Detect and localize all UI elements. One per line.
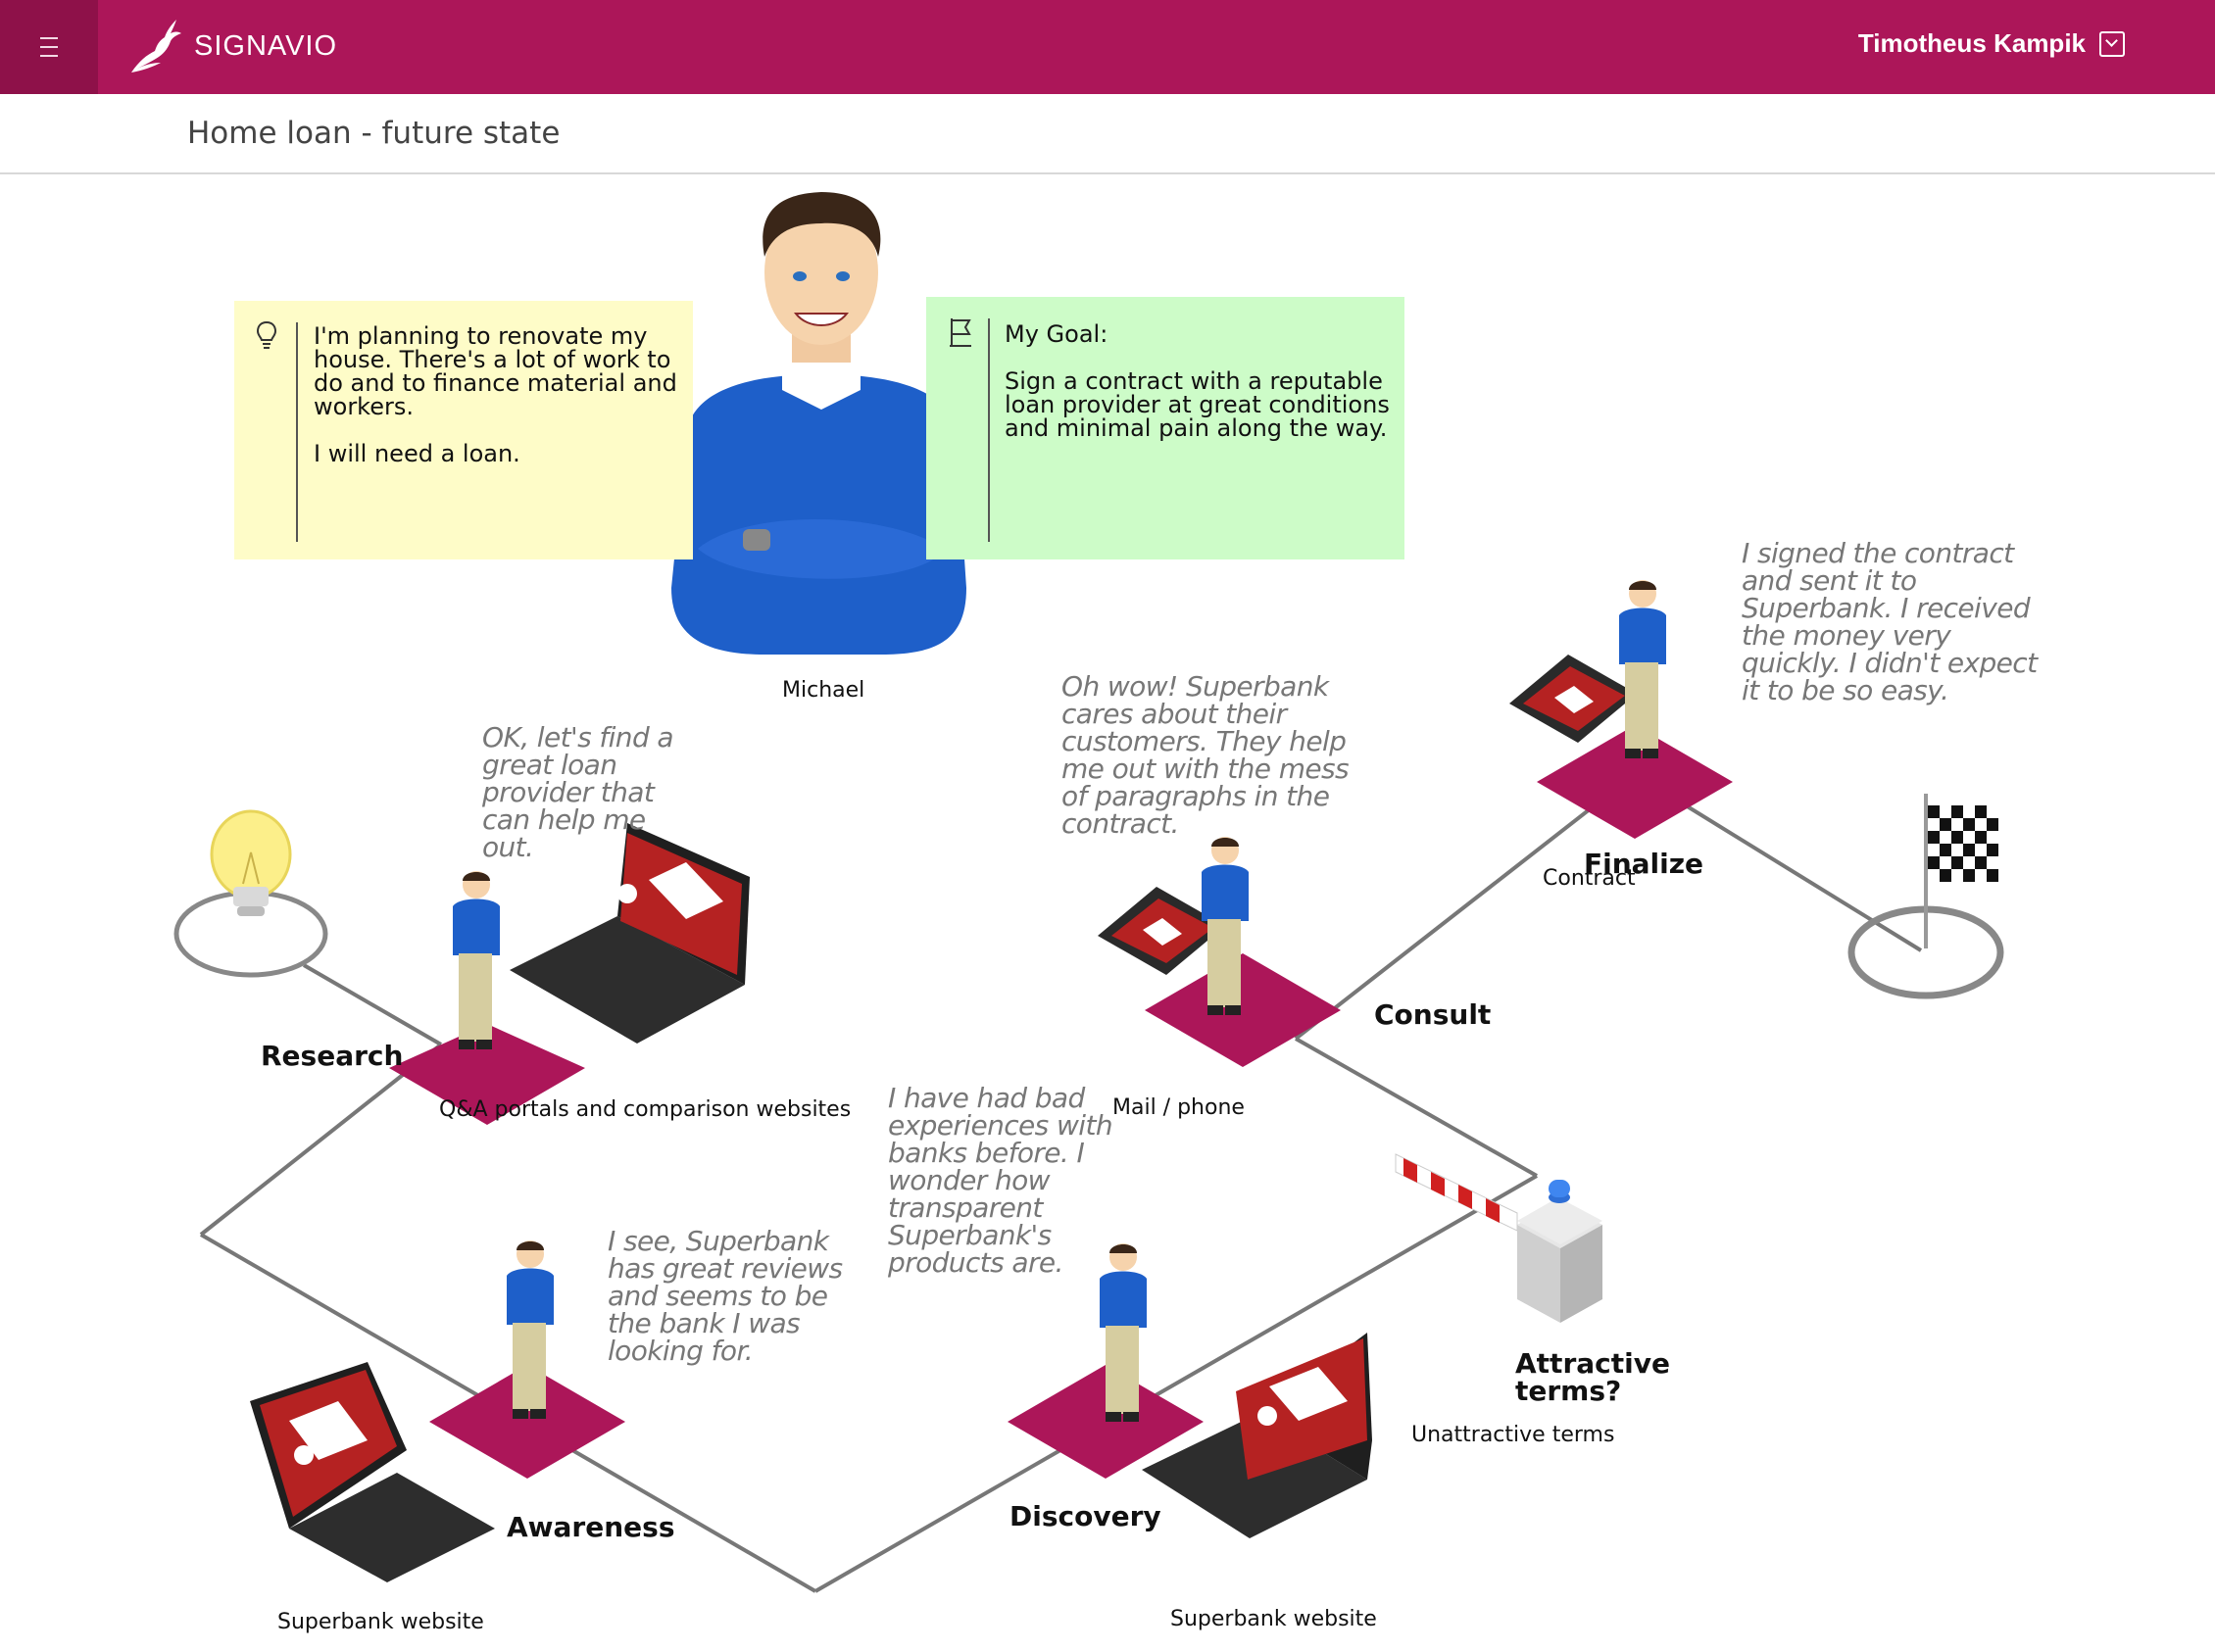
persona-avatar	[671, 192, 966, 655]
persona-name: Michael	[782, 678, 865, 703]
note-divider	[988, 318, 990, 542]
laptop-icon	[1142, 1333, 1372, 1538]
note-divider	[296, 322, 298, 542]
touchpoint-discovery[interactable]: Superbank website	[1170, 1607, 1377, 1631]
lightbulb-start-icon	[173, 809, 328, 978]
touchpoint-research[interactable]: Q&A portals and comparison websites	[439, 1097, 852, 1122]
checkered-flag-end-icon	[1847, 794, 2004, 999]
person-figure	[453, 580, 1666, 1422]
situation-text: I'm planning to renovate my house. There…	[314, 322, 677, 467]
hamburger-icon	[40, 37, 58, 39]
touchpoint-finalize[interactable]: Contract	[1543, 866, 1636, 891]
top-navigation-bar: SIGNAVIO Timotheus Kampik	[0, 0, 2215, 94]
goal-text: Sign a contract with a reputable loan pr…	[1005, 367, 1390, 442]
laptop-icon	[250, 1362, 495, 1582]
research-quote[interactable]: OK, let's find a great loan provider tha…	[482, 721, 674, 863]
consult-quote[interactable]: Oh wow! Superbank cares about their cust…	[1061, 670, 1350, 840]
chevron-down-icon	[2099, 30, 2125, 57]
stage-research[interactable]: Research	[261, 1040, 404, 1072]
barrier-gateway-icon	[1395, 1153, 1602, 1323]
gazelle-logo-icon	[131, 20, 181, 73]
lightbulb-icon	[256, 320, 277, 349]
research-tile	[389, 1024, 585, 1125]
tablet-icon	[1098, 887, 1225, 975]
stage-awareness[interactable]: Awareness	[507, 1511, 675, 1543]
goal-heading: My Goal:	[1005, 320, 1108, 348]
finalize-quote[interactable]: I signed the contract and sent it to Sup…	[1742, 537, 2038, 706]
stage-tiles	[389, 725, 1733, 1479]
hamburger-icon-line	[40, 46, 58, 48]
hamburger-icon-line	[40, 55, 58, 57]
user-menu[interactable]: Timotheus Kampik	[1858, 28, 2125, 59]
journey-path	[199, 772, 1923, 1593]
persona-situation-note[interactable]: I'm planning to renovate my house. There…	[234, 301, 693, 559]
flag-icon	[950, 318, 971, 347]
awareness-tile	[429, 1365, 625, 1479]
laptop-icon	[510, 823, 750, 1044]
tablet-icon	[1509, 655, 1637, 743]
stage-discovery[interactable]: Discovery	[1009, 1500, 1161, 1532]
consult-tile	[1145, 953, 1341, 1067]
signavio-logo[interactable]: SIGNAVIO	[127, 14, 337, 78]
stage-finalize[interactable]: Finalize	[1584, 848, 1704, 880]
stage-consult[interactable]: Consult	[1374, 998, 1492, 1031]
finalize-tile	[1537, 725, 1733, 839]
touchpoint-unattractive-terms[interactable]: Unattractive terms	[1411, 1423, 1615, 1447]
touchpoint-consult[interactable]: Mail / phone	[1112, 1095, 1245, 1120]
page-title: Home loan - future state	[187, 116, 561, 151]
user-name: Timotheus Kampik	[1857, 28, 2086, 58]
discovery-quote[interactable]: I have had bad experiences with banks be…	[888, 1082, 1113, 1279]
gateway-attractive-terms[interactable]: Attractive terms?	[1515, 1347, 1670, 1407]
menu-button[interactable]	[0, 0, 98, 94]
touchpoint-awareness[interactable]: Superbank website	[277, 1610, 484, 1634]
diagram-header	[0, 94, 2215, 174]
persona-goal-note[interactable]: My Goal: Sign a contract with a reputabl…	[926, 297, 1404, 559]
awareness-quote[interactable]: I see, Superbank has great reviews and s…	[608, 1225, 843, 1367]
brand-name: SIGNAVIO	[194, 29, 338, 62]
